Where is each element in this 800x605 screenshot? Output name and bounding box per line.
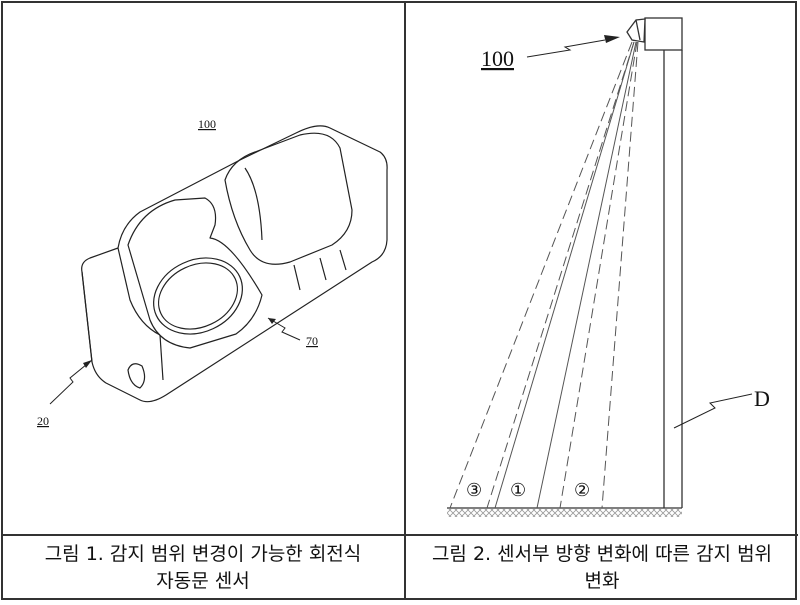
figure-1-sensor-drawing: 100 70 20 [37, 117, 388, 428]
beam-3-outer [449, 41, 633, 509]
figure-1-caption: 그림 1. 감지 범위 변경이 가능한 회전식 자동문 센서 [2, 538, 404, 598]
zone-3-label: ③ [466, 480, 482, 500]
sensor-body-outline [81, 125, 388, 403]
leader-20 [49, 359, 93, 405]
caption-line: 그림 2. 센서부 방향 변화에 따른 감지 범위 [431, 543, 773, 565]
caption-line: 변화 [584, 570, 620, 592]
caption-divider [1, 534, 798, 536]
caption-line: 자동문 센서 [156, 570, 250, 592]
label-20: 20 [37, 414, 49, 428]
leader-100 [526, 39, 606, 58]
zone-1-label: ① [510, 480, 526, 500]
label-100: 100 [198, 117, 216, 131]
sensor-head-icon [626, 18, 646, 43]
beam-1-left [494, 41, 635, 509]
figure-2-caption: 그림 2. 센서부 방향 변화에 따른 감지 범위 변화 [406, 538, 798, 598]
zone-2-label: ② [574, 480, 590, 500]
leader-70 [267, 317, 301, 341]
column-divider [404, 1, 406, 600]
beam-2-right [601, 41, 639, 509]
lens-housing [127, 197, 263, 349]
beam-2-left [559, 41, 638, 509]
beam-1-right [536, 41, 637, 509]
sensor-module [224, 132, 353, 265]
leader-D [673, 393, 753, 429]
ground-hatch [447, 509, 682, 517]
label-D: D [754, 386, 770, 411]
sensor-housing [644, 17, 683, 51]
lens-icon [153, 257, 243, 335]
detection-beams [449, 41, 639, 509]
beam-3-inner [486, 41, 635, 509]
caption-line: 그림 1. 감지 범위 변경이 가능한 회전식 [44, 543, 362, 565]
label-100: 100 [481, 46, 514, 71]
label-70: 70 [306, 334, 318, 348]
figure-2-detection-range-drawing: 100 D ③ ① ② [447, 17, 770, 517]
